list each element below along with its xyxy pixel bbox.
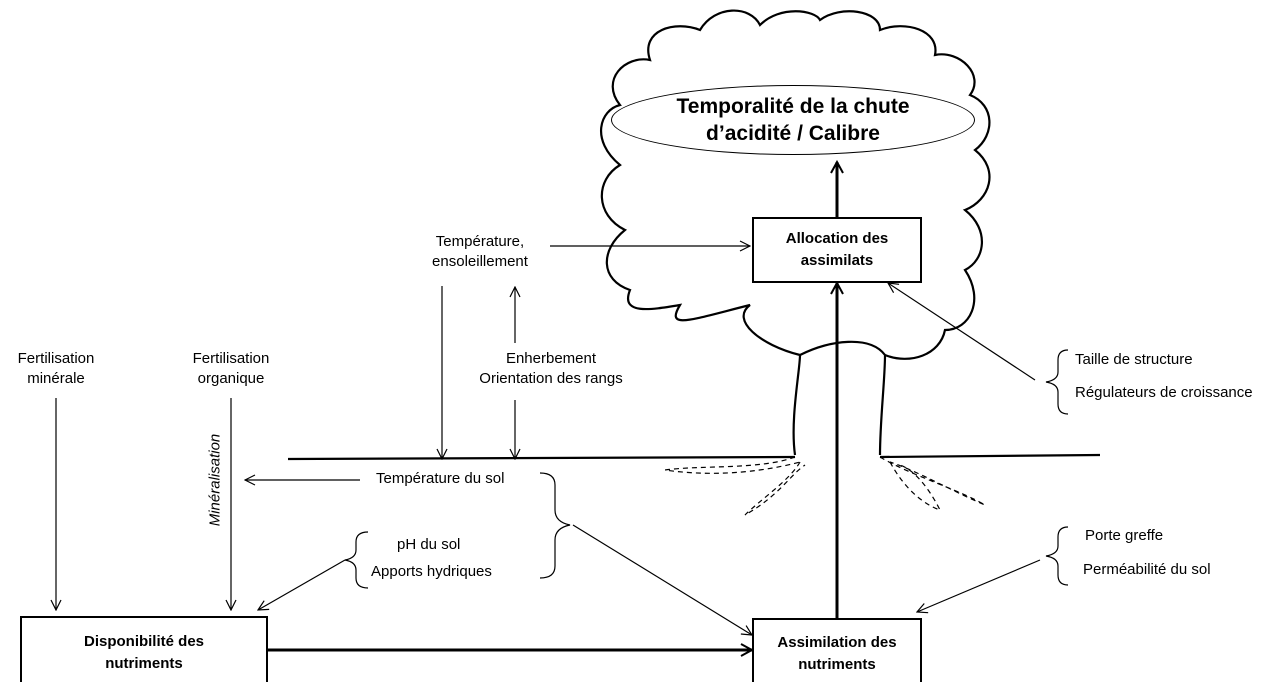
temperature-label: Température, ensoleillement (432, 232, 528, 272)
fert-org-line1: Fertilisation (192, 350, 270, 367)
fert-org-line2: organique (197, 370, 265, 387)
ground-line-left (287, 455, 796, 461)
disponibilite-box: Disponibilité des nutriments (20, 616, 268, 682)
ground-line-right (879, 453, 1101, 459)
mineralisation-label: Minéralisation (206, 433, 224, 527)
title-line2: d’acidité / Calibre (706, 122, 880, 145)
brace-porte-permeabilite (1045, 526, 1069, 586)
orientation-text: Orientation des rangs (479, 370, 623, 387)
assimilation-line1: Assimilation des (777, 634, 897, 651)
fert-org-label: Fertilisation organique (193, 349, 270, 389)
assimilation-line2: nutriments (798, 656, 876, 673)
roots (664, 456, 986, 516)
apports-label: Apports hydriques (371, 563, 492, 580)
brace-taille-regulateurs (1045, 349, 1069, 415)
fert-min-line1: Fertilisation (17, 350, 95, 367)
permeabilite-label: Perméabilité du sol (1083, 561, 1211, 578)
disponibilite-line2: nutriments (105, 655, 183, 672)
enherbement-label: Enherbement Orientation des rangs (479, 349, 622, 389)
allocation-box: Allocation des assimilats (752, 217, 922, 283)
title-ellipse: Temporalité de la chute d’acidité / Cali… (611, 85, 975, 155)
title-line1: Temporalité de la chute (676, 95, 910, 118)
temperature-line2: ensoleillement (432, 253, 528, 270)
fert-min-line2: minérale (27, 370, 85, 387)
fert-min-label: Fertilisation minérale (18, 349, 95, 389)
arrow-porte-greffe-to-assimilation (917, 559, 1041, 612)
temp-sol-label: Température du sol (376, 470, 505, 487)
temperature-line1: Température, (435, 233, 525, 250)
porte-greffe-label: Porte greffe (1085, 527, 1164, 544)
brace-ph-apports (344, 531, 369, 589)
regulateurs-label: Régulateurs de croissance (1075, 384, 1253, 401)
arrow-taille-to-allocation (888, 283, 1036, 381)
disponibilite-line1: Disponibilité des (83, 633, 204, 650)
allocation-line1: Allocation des (785, 230, 889, 247)
arrow-ph-to-disponibilite (258, 559, 346, 610)
assimilation-box: Assimilation des nutriments (752, 618, 922, 682)
enherbement-text: Enherbement (505, 350, 597, 367)
tree-canopy-outline (600, 9, 991, 456)
ph-sol-label: pH du sol (397, 536, 461, 553)
taille-label: Taille de structure (1075, 351, 1193, 368)
brace-temp-apports (539, 472, 571, 579)
arrow-temp-sol-to-assimilation (572, 524, 752, 635)
allocation-line2: assimilats (800, 252, 874, 269)
